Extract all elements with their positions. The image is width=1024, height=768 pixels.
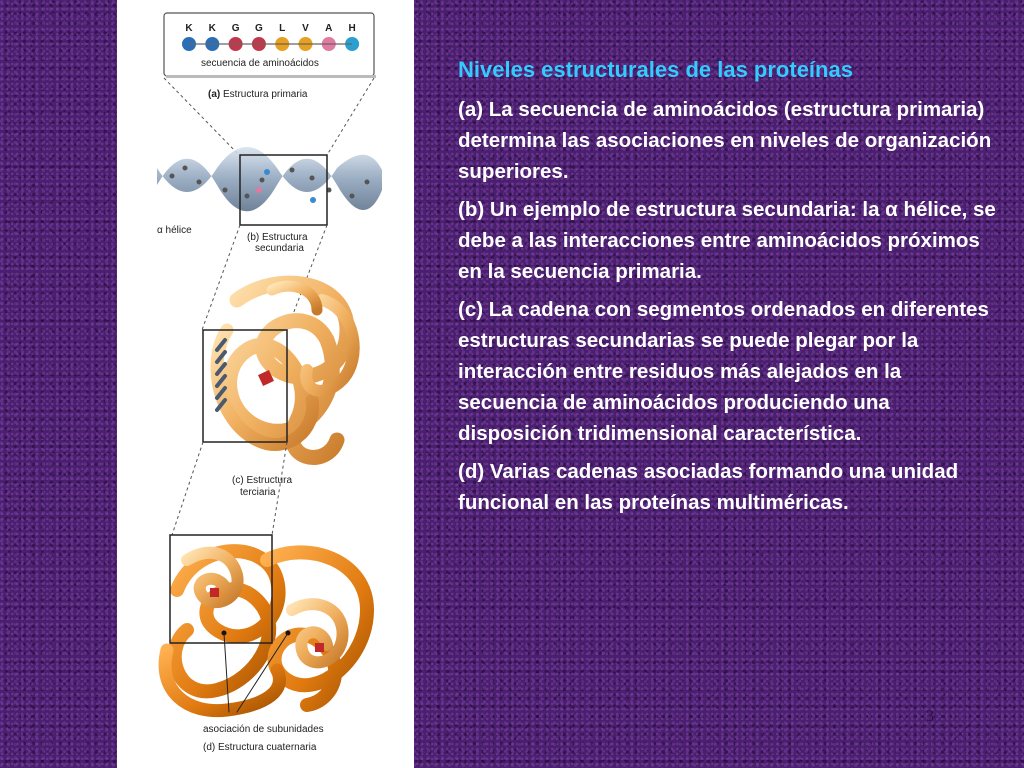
label-primary: (a) Estructura primaria	[208, 89, 308, 100]
amino-acid-bead	[345, 37, 360, 51]
sequence-label: secuencia de aminoácidos	[201, 58, 319, 69]
amino-letter: V	[302, 23, 309, 34]
amino-letter: G	[255, 23, 263, 34]
slide-title: Niveles estructurales de las proteínas	[458, 57, 853, 82]
figure-illustration: K K G G L V A H secuencia de aminoácidos (a) Es…	[157, 12, 382, 753]
label-tertiary-2: terciaria	[240, 487, 276, 498]
protein-structure-figure: K K G G L V A H secuencia de aminoácidos (a) Es…	[117, 0, 414, 768]
paragraph-quaternary: (d) Varias cadenas asociadas formando un…	[458, 460, 959, 514]
quaternary-structure-illustration	[158, 534, 375, 718]
paragraph-primary: (a) La secuencia de aminoácidos (estruct…	[458, 98, 992, 183]
paragraph-secondary: (b) Un ejemplo de estructura secundaria:…	[458, 198, 996, 283]
alpha-helix-illustration	[157, 147, 382, 226]
amino-letter: L	[279, 23, 285, 34]
page-number: 3	[926, 708, 934, 725]
helix-label: α hélice	[157, 225, 192, 236]
label-tertiary-1: (c) Estructura	[232, 475, 292, 486]
subunit-association-label: asociación de subunidades	[203, 724, 324, 735]
tertiary-structure-illustration	[202, 275, 360, 465]
slide-text-content: Niveles estructurales de las proteínas (…	[458, 55, 998, 525]
primary-structure-box: K K G G L V A H secuencia de aminoácidos	[163, 12, 376, 78]
amino-letter: K	[185, 23, 193, 34]
label-secondary-2: secundaria	[255, 243, 304, 254]
amino-letter: H	[348, 23, 355, 34]
amino-letter: K	[209, 23, 217, 34]
amino-letter: A	[325, 23, 332, 34]
label-quaternary: (d) Estructura cuaternaria	[203, 742, 317, 753]
label-secondary-1: (b) Estructura	[247, 232, 308, 243]
amino-letter: G	[232, 23, 240, 34]
paragraph-tertiary: (c) La cadena con segmentos ordenados en…	[458, 298, 989, 445]
